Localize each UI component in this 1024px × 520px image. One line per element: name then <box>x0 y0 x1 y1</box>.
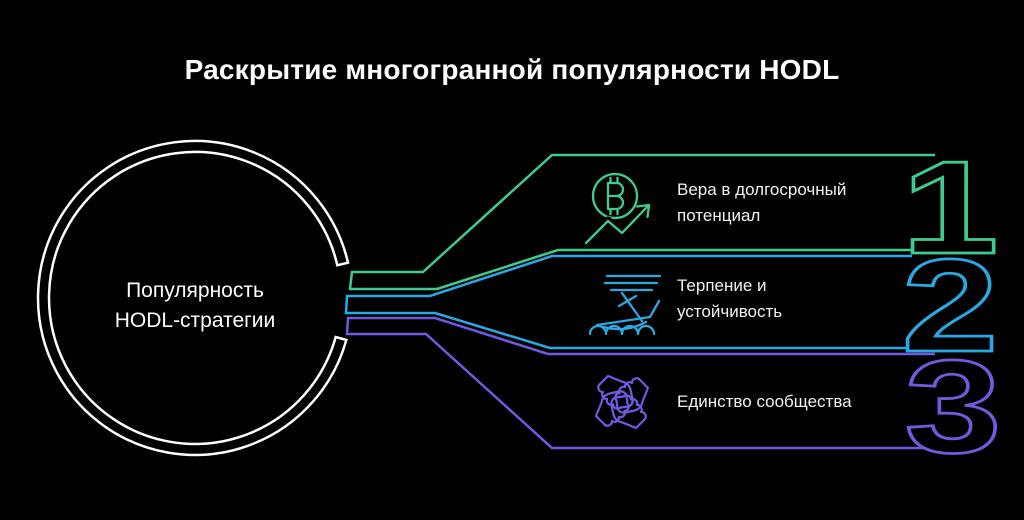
branch-3-number: 3 <box>905 332 1002 480</box>
page-title: Раскрытие многогранной популярности HODL <box>184 54 840 85</box>
hub-label: Популярность HODL-стратегии <box>45 276 345 336</box>
hands-unity-icon <box>594 374 650 430</box>
hub-label-line-2: HODL-стратегии <box>114 309 276 332</box>
bitcoin-growth-icon <box>581 172 653 248</box>
branch-3-caption-line-1: Единство сообщества <box>677 392 852 411</box>
branch-2-caption-line-1: Терпение и <box>677 276 767 295</box>
hub-label-line-1: Популярность <box>126 279 264 302</box>
branch-2-number: 2 <box>902 231 999 379</box>
branch-1-number: 1 <box>902 133 999 281</box>
branch-3-shape <box>345 316 945 450</box>
branch-1-caption-line-2: потенциал <box>677 206 761 225</box>
branch-3-caption: Единство сообщества <box>677 389 852 415</box>
ship-resilience-icon <box>588 274 662 336</box>
branch-1-caption: Вера в долгосрочный потенциал <box>677 177 846 229</box>
branch-1-caption-line-1: Вера в долгосрочный <box>677 180 847 199</box>
hub-ring <box>36 139 350 457</box>
branch-1-shape <box>348 153 945 291</box>
branch-2-caption: Терпение и устойчивость <box>677 273 782 325</box>
branch-2-shape <box>344 254 912 350</box>
branch-2-caption-line-2: устойчивость <box>677 302 783 321</box>
